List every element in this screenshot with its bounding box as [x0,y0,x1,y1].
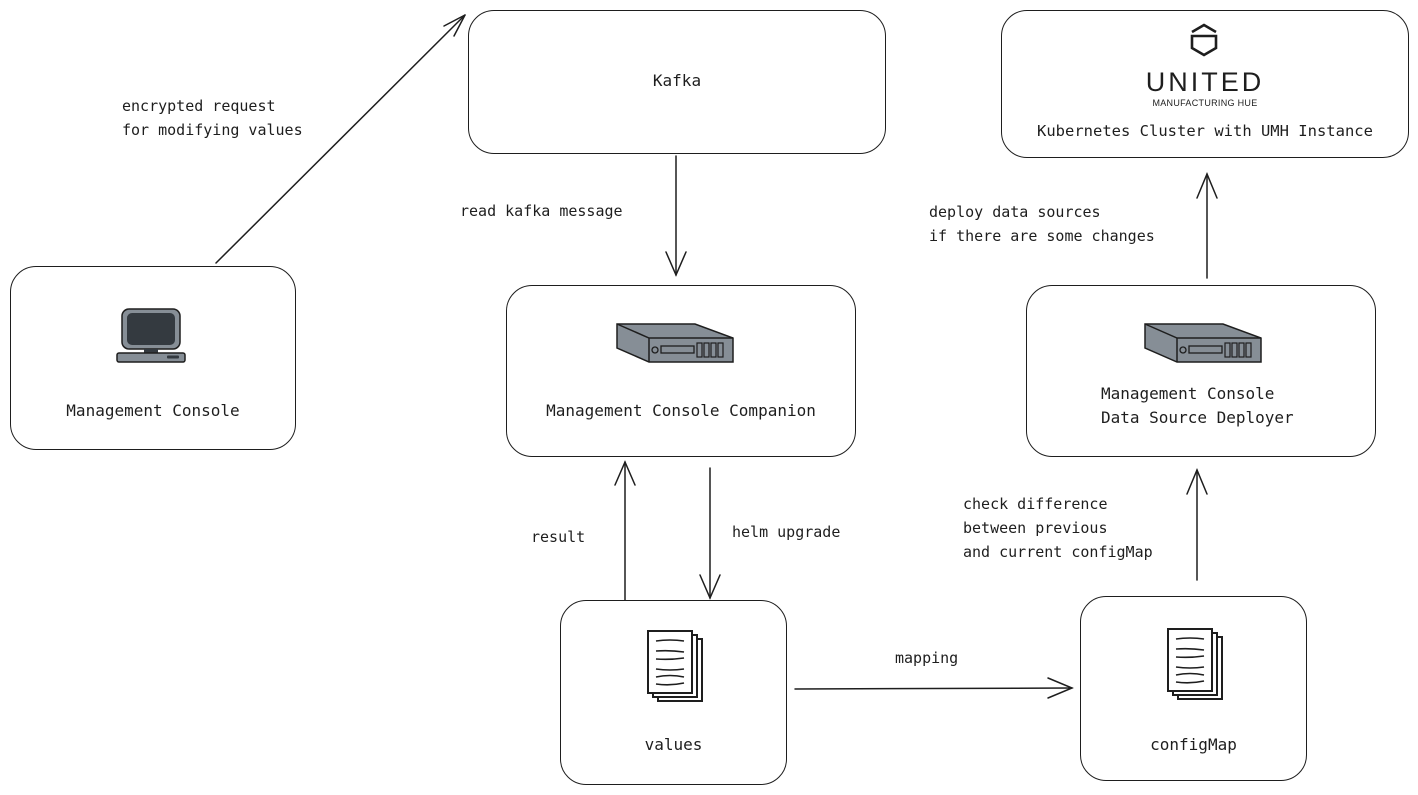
node-kubernetes-cluster[interactable]: UNITED MANUFACTURING HUE Kubernetes Clus… [1001,10,1409,158]
arrow-companion-to-values[interactable] [699,467,721,600]
node-label: Management Console [66,401,240,420]
node-management-console[interactable]: Management Console [10,266,296,450]
edge-label-helm-upgrade: helm upgrade [732,523,841,541]
server-icon [616,323,734,363]
edge-label-mapping: mapping [895,649,959,667]
edge-label-check-difference: check difference between previous and cu… [963,495,1153,561]
arrow-console-to-kafka[interactable] [215,14,466,264]
edge-label-read-kafka-message: read kafka message [460,202,623,220]
logo-title: UNITED [1145,67,1265,97]
edge-label-result: result [531,528,586,546]
node-label: Kafka [652,71,702,90]
node-label: Management Console Companion [546,401,816,420]
node-management-console-companion[interactable]: Management Console Companion [506,285,856,457]
hexagon-logo-icon [1190,23,1218,57]
node-label: Kubernetes Cluster with UMH Instance [1037,122,1373,140]
server-icon [1144,323,1262,363]
documents-icon [647,630,703,702]
logo-subtitle: MANUFACTURING HUE [1152,98,1258,108]
computer-icon [116,308,186,363]
node-kafka[interactable]: Kafka [468,10,886,154]
node-data-source-deployer[interactable]: Management Console Data Source Deployer [1026,285,1376,457]
node-label: Management Console Data Source Deployer [1101,384,1294,427]
node-label: values [644,735,703,754]
arrow-kafka-to-companion[interactable] [665,155,687,277]
node-label: configMap [1150,735,1237,754]
edge-label-encrypted-request: encrypted request for modifying values [122,97,303,139]
arrow-values-to-configmap[interactable] [794,677,1074,699]
node-values[interactable]: values [560,600,787,785]
edge-label-deploy-data-sources: deploy data sources if there are some ch… [929,203,1155,245]
arrow-configmap-to-deployer[interactable] [1186,468,1208,581]
arrow-values-to-companion[interactable] [614,460,636,601]
arrow-deployer-to-cluster[interactable] [1196,172,1218,279]
documents-icon [1167,628,1223,700]
node-configmap[interactable]: configMap [1080,596,1307,781]
